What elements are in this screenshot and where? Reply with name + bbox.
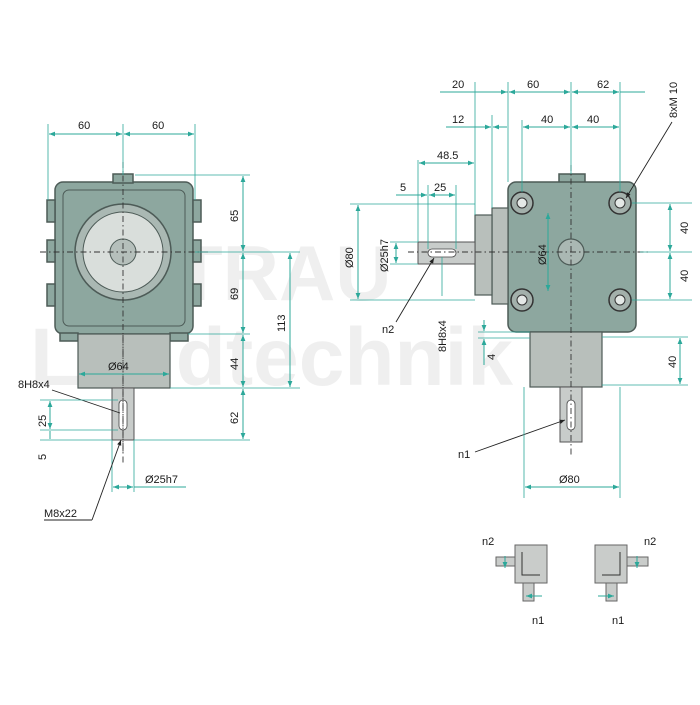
right-bottom-flange — [529, 331, 603, 388]
dim-h-total: 113 — [276, 314, 288, 332]
left-lug — [46, 239, 56, 263]
dim-25: 25 — [434, 182, 446, 194]
label-key: 8H8x4 — [18, 379, 50, 391]
scheme-b-n1: n1 — [612, 615, 624, 627]
dim-top-62: 62 — [597, 79, 609, 91]
right-view: 20 60 62 12 40 40 48.5 5 25 8xM 10 Ø80 Ø… — [344, 79, 692, 498]
dim-key-len: 25 — [37, 415, 49, 427]
dim-side-40c: 40 — [667, 356, 679, 368]
left-housing-inner — [62, 189, 186, 327]
dim-4: 4 — [486, 354, 498, 360]
right-side-flange-outer — [474, 214, 493, 296]
dim-dia80-vertical: Ø80 — [344, 247, 356, 268]
label-n1: n1 — [458, 449, 470, 461]
scheme-b-n2: n2 — [644, 536, 656, 548]
dim-dia64: Ø64 — [537, 244, 549, 265]
right-side-flange — [491, 207, 509, 305]
dim-dia25h7: Ø25h7 — [379, 239, 391, 272]
left-lug — [192, 199, 202, 223]
dim-h-top: 65 — [229, 210, 241, 222]
dim-h-mid: 69 — [229, 288, 241, 300]
dim-5: 5 — [400, 182, 406, 194]
watermark-line1: TRAU — [175, 229, 392, 317]
dim-shaft-dia: Ø25h7 — [145, 474, 178, 486]
label-thread: M8x22 — [44, 508, 77, 520]
dim-48-5: 48.5 — [437, 150, 458, 162]
dim-top-60: 60 — [527, 79, 539, 91]
left-foot — [59, 332, 79, 342]
rotation-scheme-a: n2 n1 — [482, 536, 548, 627]
dim-side-40a: 40 — [679, 222, 691, 234]
left-foot — [169, 332, 189, 342]
label-bolts: 8xM 10 — [668, 82, 680, 118]
label-key2: 8H8x4 — [437, 320, 449, 352]
scheme-a-n2: n2 — [482, 536, 494, 548]
right-input-keyway — [427, 248, 457, 258]
dim-width-right: 60 — [152, 120, 164, 132]
dim-40a: 40 — [541, 114, 553, 126]
dim-width-left: 60 — [78, 120, 90, 132]
dim-top-20: 20 — [452, 79, 464, 91]
dim-12: 12 — [452, 114, 464, 126]
left-lug — [192, 283, 202, 307]
left-lug — [46, 283, 56, 307]
scheme-a-n1: n1 — [532, 615, 544, 627]
dim-key-offset: 5 — [37, 454, 49, 460]
rotation-scheme-b: n2 n1 — [594, 536, 656, 627]
left-lug — [46, 199, 56, 223]
dim-h-shaft: 62 — [229, 412, 241, 424]
dim-40b: 40 — [587, 114, 599, 126]
left-view: 60 60 65 69 44 62 113 Ø64 8H8x4 25 5 — [18, 120, 300, 521]
dim-h-flange: 44 — [229, 358, 241, 370]
label-n2: n2 — [382, 324, 394, 336]
dim-dia80-horizontal: Ø80 — [559, 474, 580, 486]
dim-flange-dia: Ø64 — [108, 361, 129, 373]
left-lug — [192, 239, 202, 263]
dim-side-40b: 40 — [679, 270, 691, 282]
left-bottom-flange — [77, 333, 171, 389]
